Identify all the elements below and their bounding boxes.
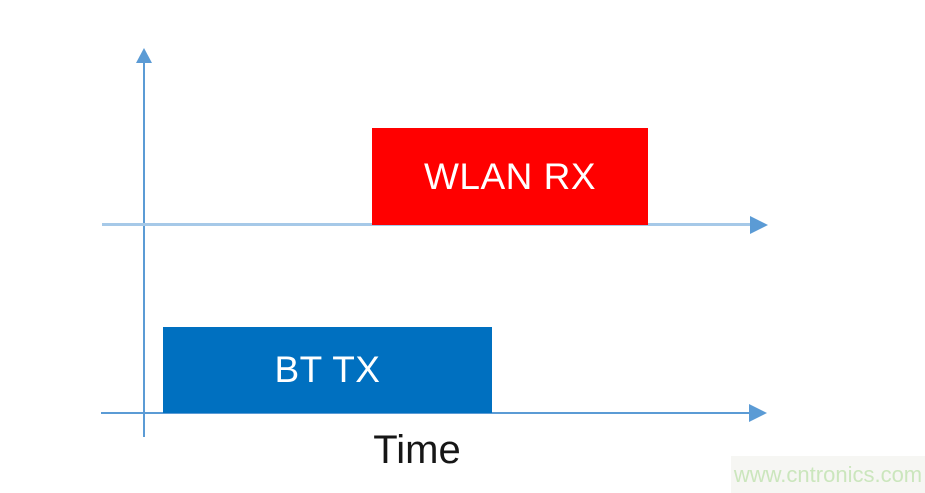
bt-tx-label: BT TX [274,349,381,390]
bt-timeline-arrowhead-icon [749,404,767,422]
y-axis-line [143,61,145,437]
wlan-rx-label: WLAN RX [423,155,597,197]
x-axis-label: Time [373,428,461,472]
bt-tx-block: BT TX [163,327,492,413]
watermark: www.cntronics.com [731,456,925,493]
y-axis-arrowhead-icon [136,48,152,63]
bt-timeline-axis-line [101,412,751,414]
wlan-rx-block: WLAN RX [372,128,648,225]
wlan-timeline-arrowhead-icon [750,216,768,234]
